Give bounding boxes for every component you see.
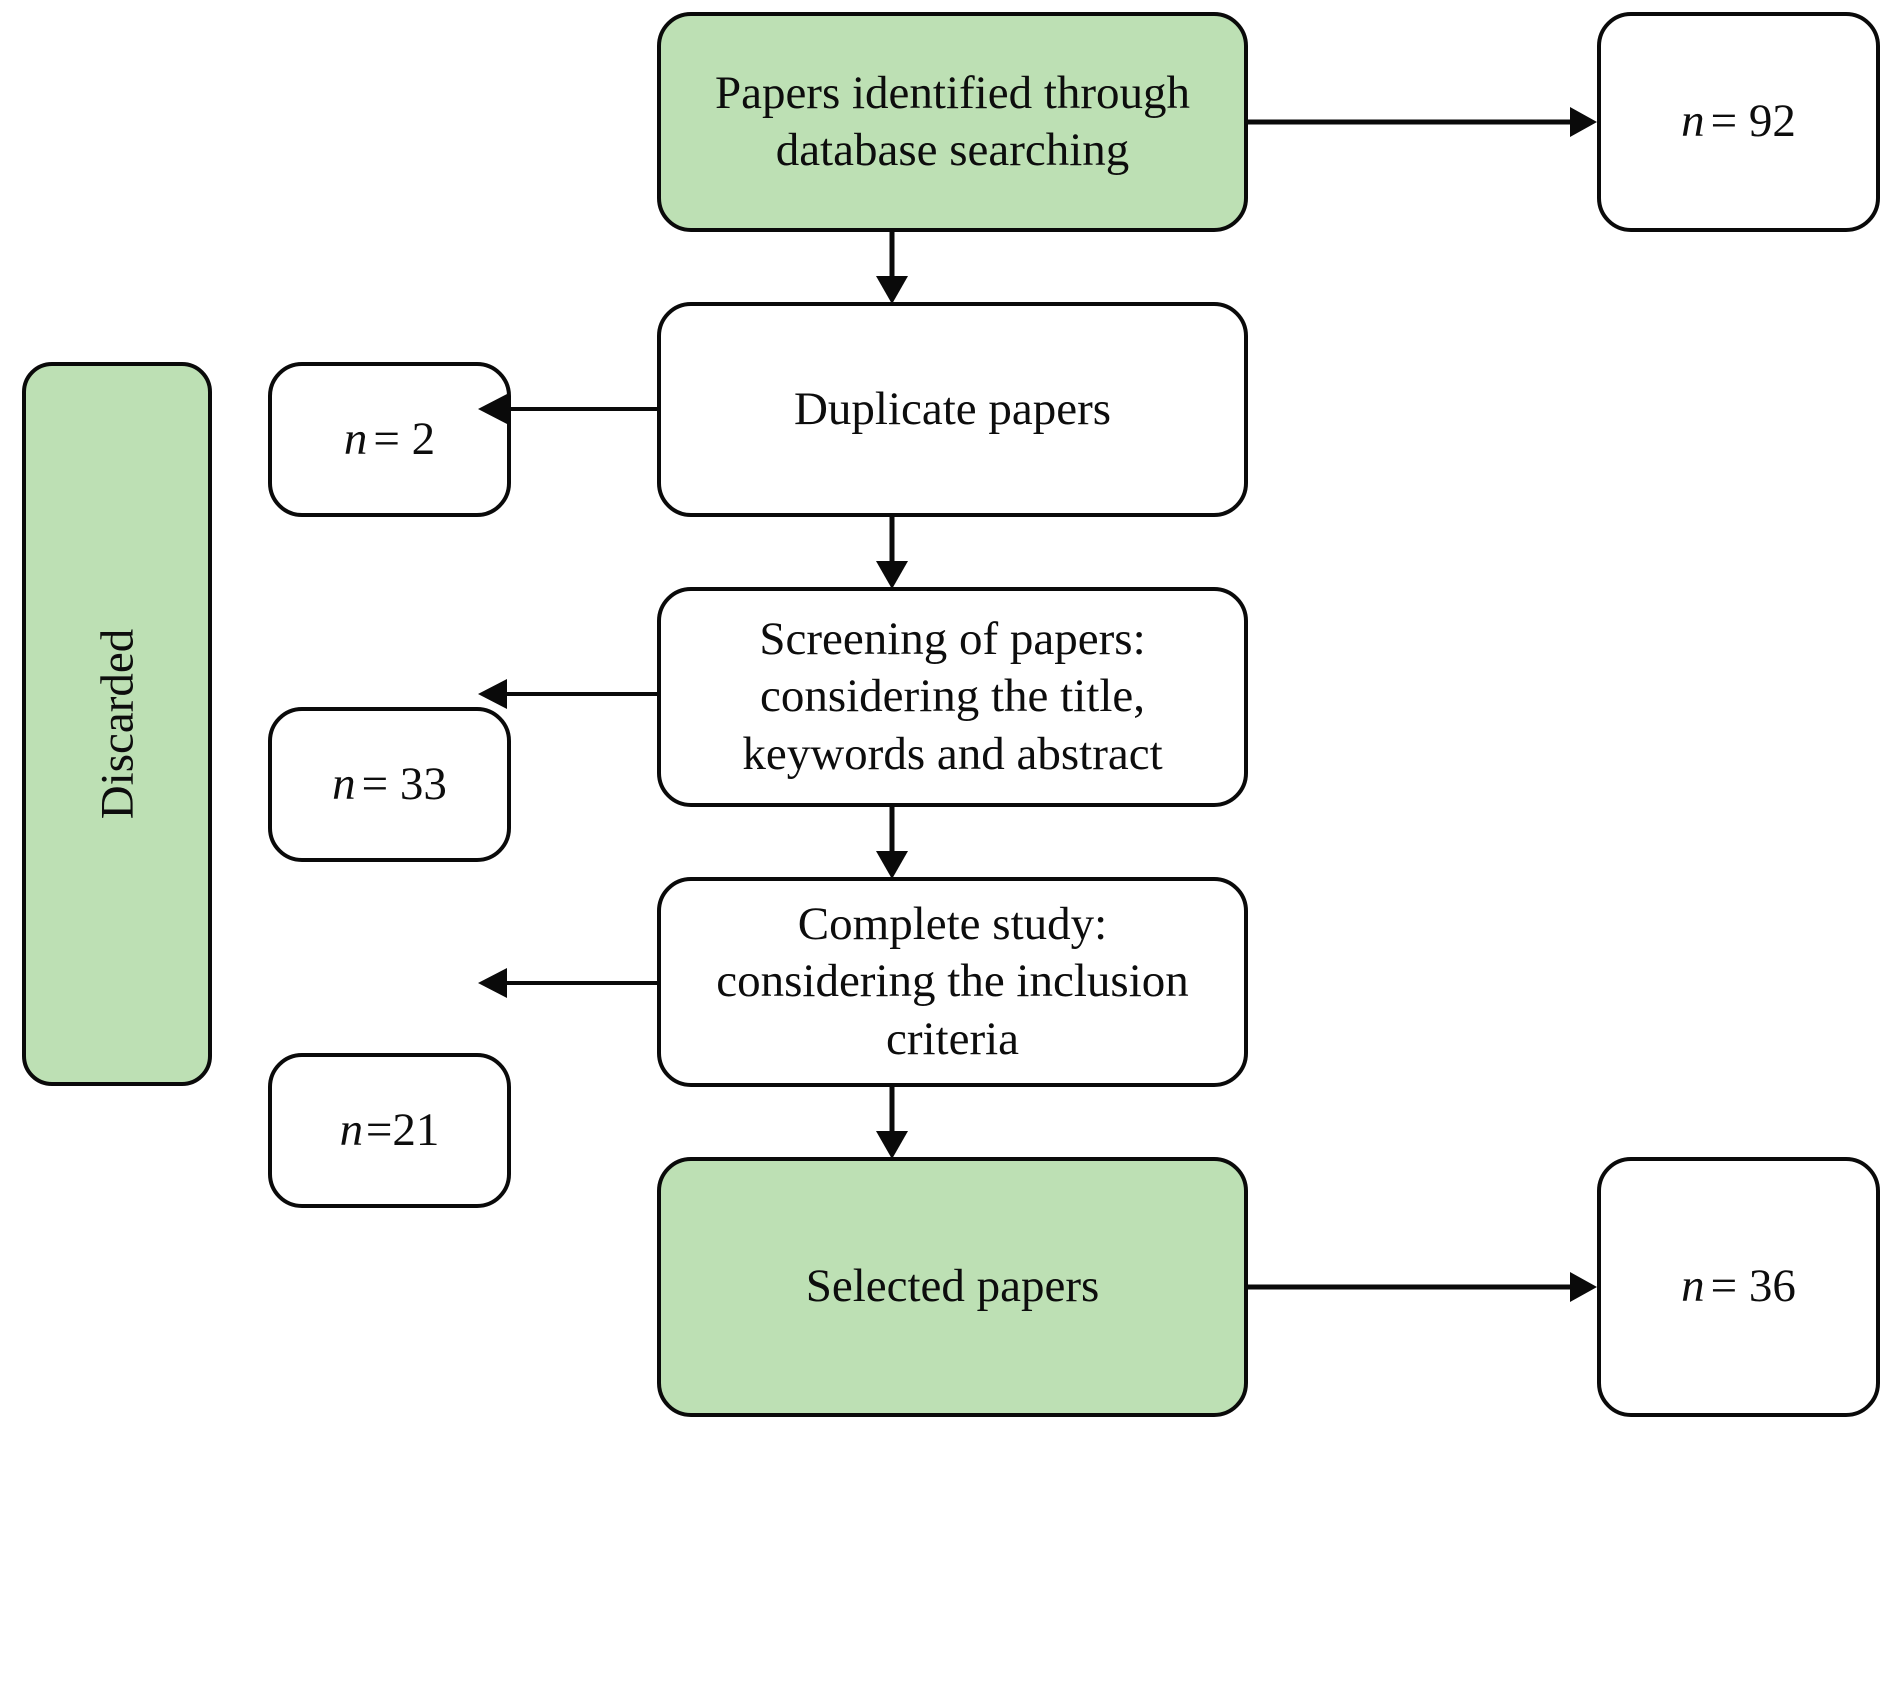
count-box-n2: n= 2: [268, 362, 511, 517]
count-n-value: = 92: [1710, 95, 1796, 148]
stage-box-screening-text: Screening of papers: considering the tit…: [724, 611, 1180, 783]
connector-screening-to-complete-study: [870, 807, 914, 879]
count-n-value: = 33: [361, 757, 447, 810]
stage-screening-line3: keywords and abstract: [742, 727, 1163, 780]
stage-box-complete-study-text: Complete study: considering the inclusio…: [698, 896, 1207, 1068]
count-n-symbol: n: [1681, 95, 1705, 148]
connector-selected-to-n36: [1248, 1270, 1597, 1304]
stage-box-identified-text: Papers identified through database searc…: [697, 65, 1208, 180]
stage-complete-line2: considering the inclusion: [716, 955, 1189, 1008]
discarded-label: Discarded: [91, 628, 143, 820]
stage-identified-line1: Papers identified through: [714, 66, 1191, 119]
stage-screening-line1: Screening of papers:: [759, 613, 1146, 665]
connector-complete-study-to-selected: [870, 1087, 914, 1159]
connector-duplicates-to-n2: [478, 392, 660, 426]
stage-box-selected: Selected papers: [657, 1157, 1248, 1417]
stage-complete-line3: criteria: [885, 1012, 1020, 1065]
count-n-value: = 2: [373, 412, 436, 465]
count-box-n21-text: n=21: [340, 1102, 440, 1159]
stage-box-duplicates-text: Duplicate papers: [793, 382, 1112, 435]
count-box-n33: n= 33: [268, 707, 511, 862]
connector-identified-to-n92: [1248, 105, 1597, 139]
stage-box-complete-study: Complete study: considering the inclusio…: [657, 877, 1248, 1087]
connector-identified-to-duplicates: [870, 232, 914, 304]
count-box-n21: n=21: [268, 1053, 511, 1208]
connector-complete-study-to-n21: [478, 966, 660, 1000]
stage-box-duplicates: Duplicate papers: [657, 302, 1248, 517]
count-n-value: =21: [365, 1103, 440, 1156]
stage-box-selected-text: Selected papers: [805, 1260, 1100, 1313]
count-box-n92-text: n= 92: [1681, 93, 1796, 150]
count-box-n2-text: n= 2: [344, 411, 435, 468]
discarded-side-bar: Discarded: [22, 362, 212, 1086]
count-n-symbol: n: [343, 412, 368, 465]
stage-complete-line1: Complete study:: [797, 898, 1108, 950]
count-box-n36-text: n= 36: [1681, 1258, 1796, 1315]
stage-identified-line2: database searching: [775, 124, 1130, 176]
stage-box-identified: Papers identified through database searc…: [657, 12, 1248, 232]
count-box-n92: n= 92: [1597, 12, 1880, 232]
count-n-symbol: n: [332, 757, 356, 810]
connector-screening-to-n33: [478, 677, 660, 711]
stage-screening-line2: considering the title,: [759, 670, 1146, 723]
count-n-symbol: n: [1681, 1260, 1705, 1313]
count-box-n36: n= 36: [1597, 1157, 1880, 1417]
count-box-n33-text: n= 33: [332, 756, 447, 813]
count-n-symbol: n: [339, 1103, 364, 1156]
connector-duplicates-to-screening: [870, 517, 914, 589]
stage-box-screening: Screening of papers: considering the tit…: [657, 587, 1248, 807]
count-n-value: = 36: [1710, 1260, 1796, 1313]
